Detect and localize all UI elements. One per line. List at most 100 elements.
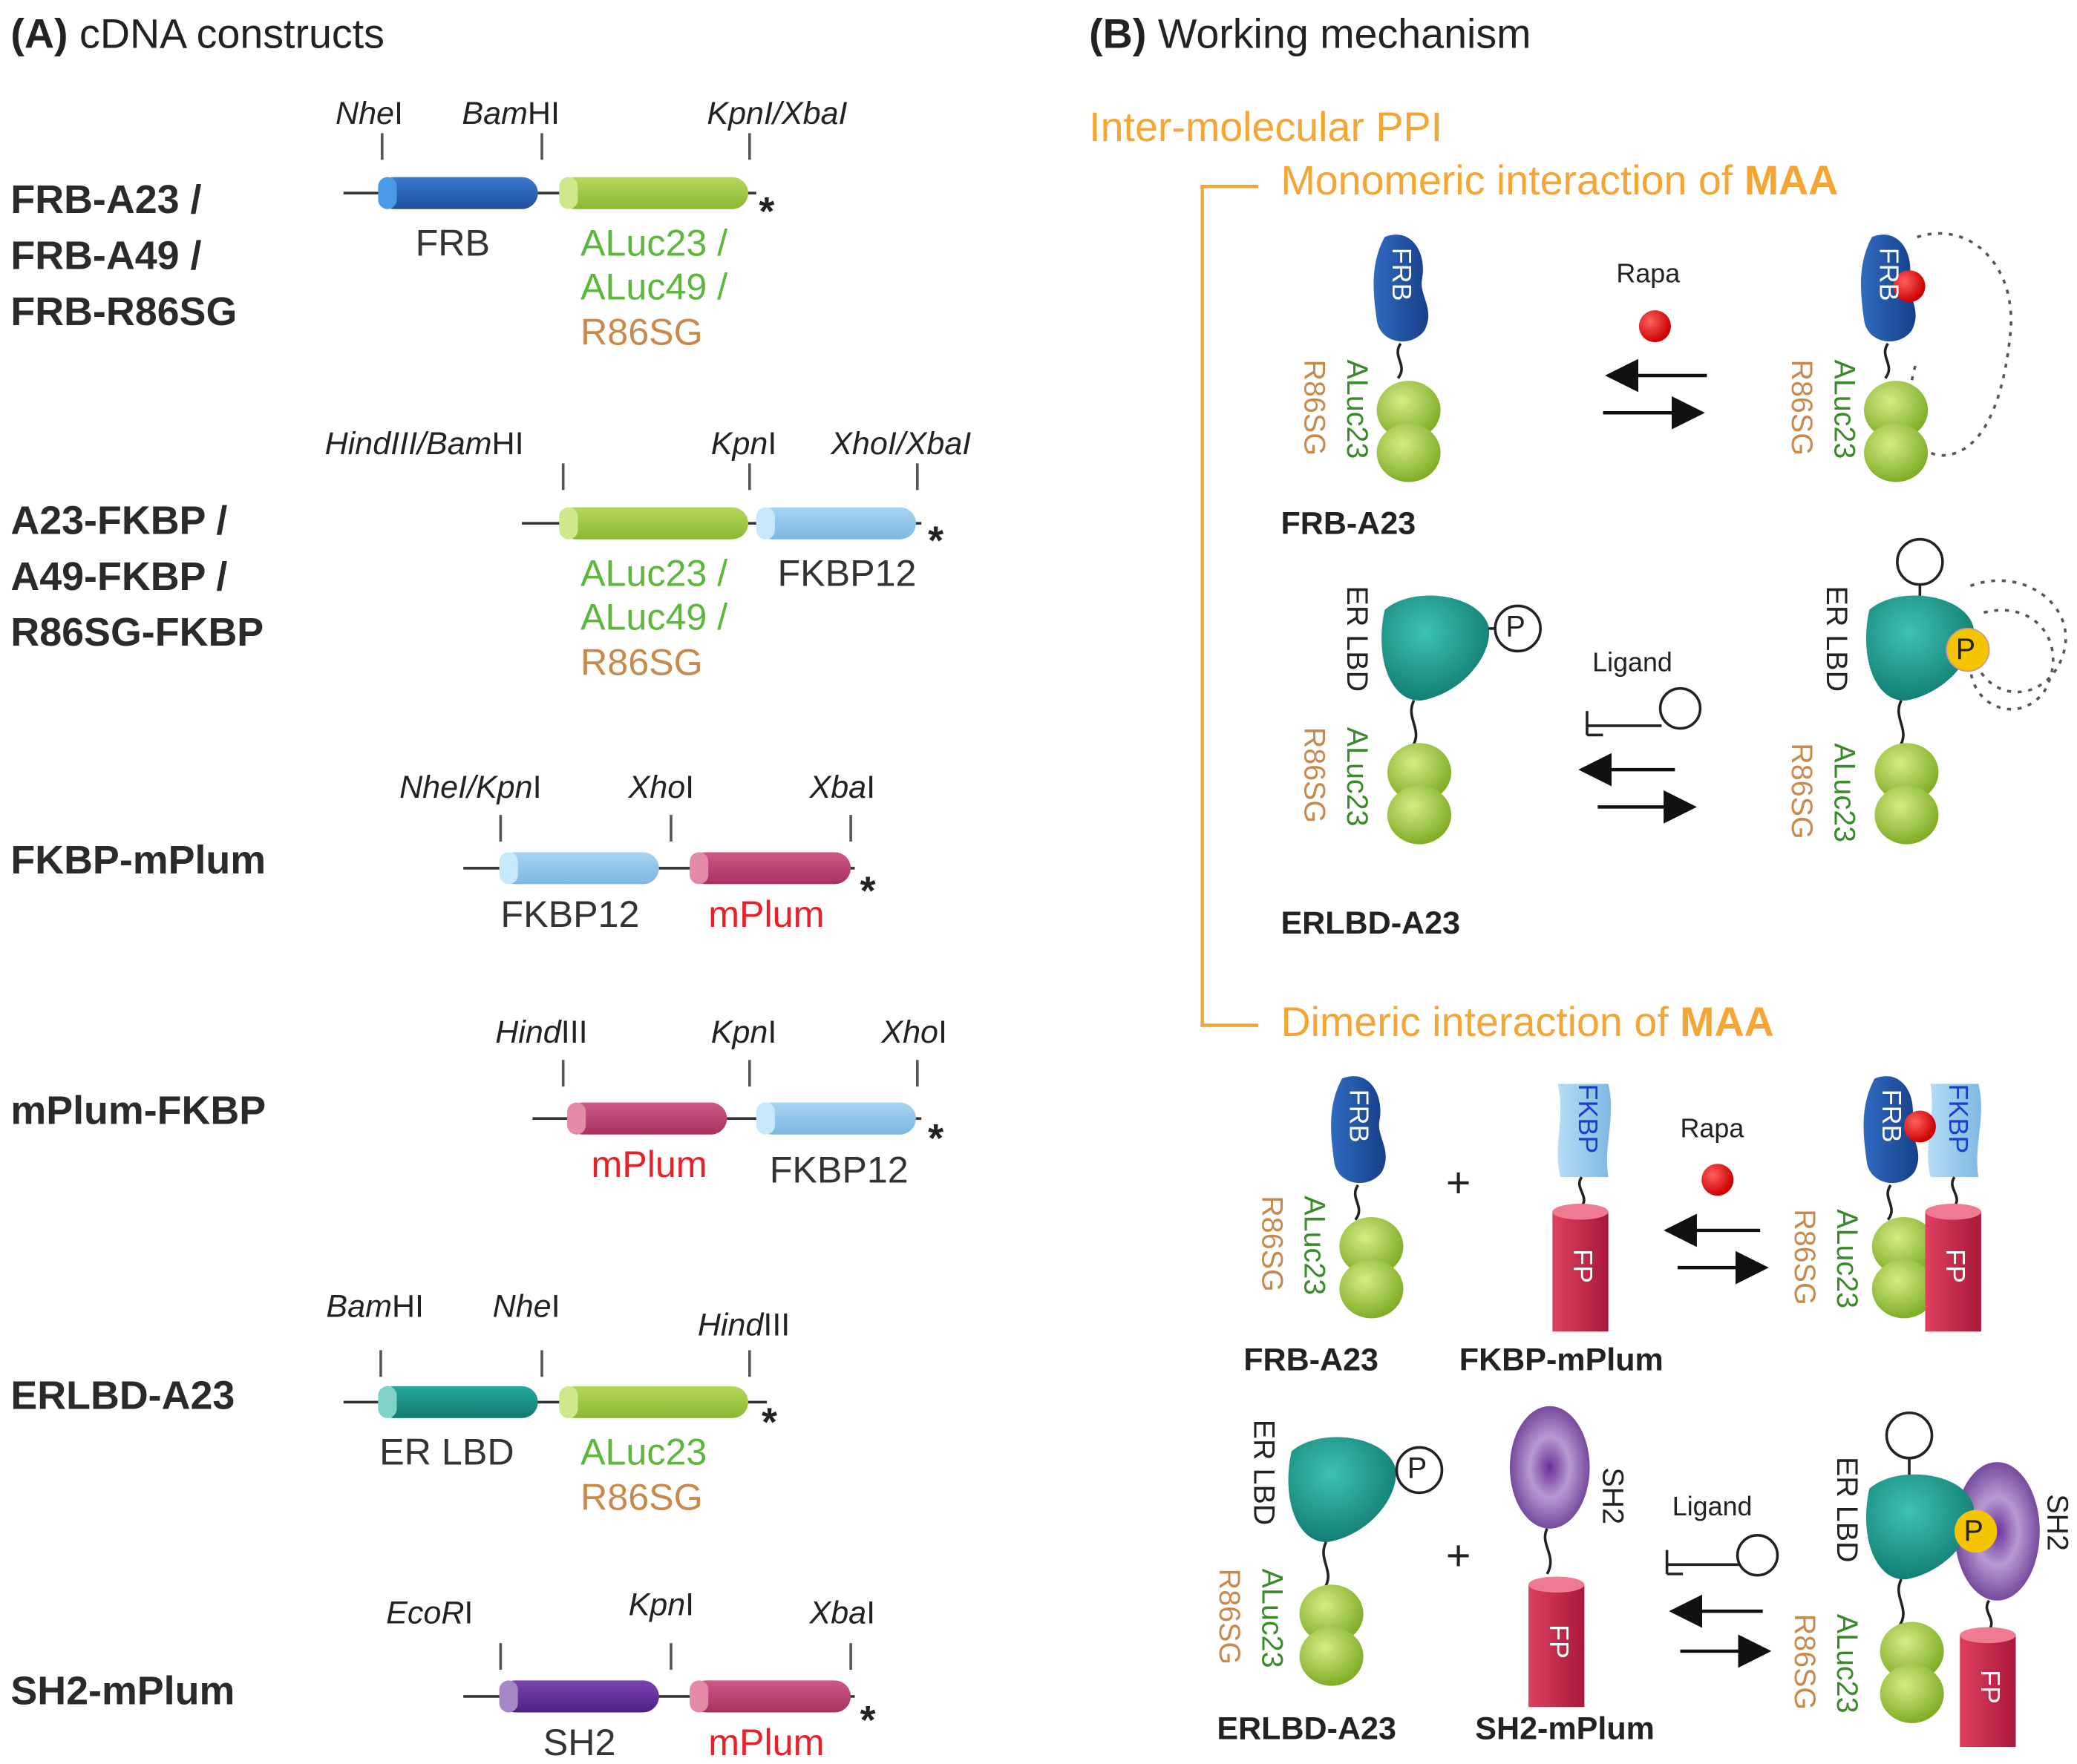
- phosphate-circle: [1494, 604, 1542, 653]
- p-symbol: P: [1955, 632, 1976, 666]
- monomeric-title: Monomeric interaction of MAA: [1280, 157, 1839, 204]
- r86sg-label: R86SG: [1785, 359, 1819, 456]
- segment-label: ALuc49 /: [580, 266, 728, 308]
- restriction-site: KpnI/XbaI: [707, 96, 848, 132]
- frb-label: FRB: [1873, 247, 1903, 301]
- rapamycin-molecule: [1638, 310, 1671, 343]
- linker: [1396, 342, 1403, 379]
- frb-domain: [1863, 1076, 1919, 1184]
- construct-name: SH2-mPlum: [1475, 1711, 1655, 1748]
- erlbd-label: ER LBD: [1341, 586, 1374, 692]
- aluc-domain: [1864, 423, 1929, 482]
- aluc-domain: [1299, 1627, 1364, 1686]
- site-tick: [499, 815, 502, 842]
- restriction-site: XhoI: [881, 1014, 947, 1051]
- r86sg-label: R86SG: [1787, 1613, 1822, 1711]
- aluc-segment: [559, 507, 749, 540]
- linker: [1897, 700, 1905, 750]
- r86sg-label: R86SG: [1787, 1209, 1822, 1305]
- ligand-head: [1658, 686, 1702, 730]
- phosphate-circle: [1395, 1446, 1444, 1495]
- site-tick: [670, 815, 672, 842]
- panel-a-letter: (A): [10, 10, 68, 58]
- linker: [1985, 1599, 1993, 1631]
- aluc-domain: [1387, 743, 1452, 802]
- segment-label: R86SG: [580, 1476, 703, 1518]
- mplum-segment: [690, 852, 851, 885]
- fp-barrel-top: [1960, 1627, 2016, 1644]
- aluc-domain: [1874, 743, 1939, 802]
- linker: [1410, 700, 1418, 750]
- fp-barrel-top: [1552, 1204, 1609, 1220]
- linker: [1543, 1528, 1552, 1575]
- construct-label: mPlum-FKBP: [10, 1089, 266, 1133]
- mplum-segment: [690, 1680, 851, 1713]
- stop-mark: *: [860, 1699, 876, 1743]
- frb-label: FRB: [1876, 1089, 1906, 1143]
- site-tick: [915, 1060, 918, 1087]
- segment-label: mPlum: [708, 1722, 825, 1763]
- segment-label: FKBP12: [769, 1149, 909, 1191]
- fkbp-label: FKBP: [1942, 1083, 1972, 1154]
- ligand-head: [1896, 537, 1944, 586]
- construct-name: FRB-A23: [1280, 505, 1416, 542]
- frb-label: FRB: [1386, 247, 1416, 301]
- fkbp-domain: [1928, 1083, 1981, 1178]
- restriction-site: HindIII: [697, 1308, 791, 1344]
- site-tick: [849, 815, 852, 842]
- stop-mark: *: [860, 869, 876, 914]
- rapamycin-molecule: [1893, 270, 1926, 303]
- site-tick: [380, 133, 383, 160]
- aluc-segment: [559, 177, 749, 209]
- panel-b-title: (B) Working mechanism: [1089, 13, 1531, 55]
- frb-label: FRB: [1343, 1089, 1373, 1143]
- restriction-site: XbaI: [809, 770, 876, 806]
- construct-name: ERLBD-A23: [1217, 1711, 1396, 1748]
- rapa-label: Rapa: [1616, 259, 1681, 289]
- site-tick: [748, 1060, 750, 1087]
- fp-label: FP: [1940, 1249, 1969, 1283]
- plus-sign: +: [1445, 1531, 1471, 1580]
- aluc-domain: [1871, 1216, 1936, 1276]
- site-tick: [540, 133, 543, 160]
- ligand-label: Ligand: [1672, 1492, 1753, 1522]
- restriction-site: KpnI: [710, 1014, 777, 1051]
- restriction-site: NheI: [492, 1288, 560, 1325]
- fkbp-segment: [756, 507, 916, 540]
- restriction-site: EcoRI: [386, 1595, 474, 1632]
- restriction-site: NheI: [335, 96, 403, 132]
- aluc23-label: ALuc23: [1341, 727, 1374, 827]
- bracket-line: [1200, 184, 1258, 1027]
- r86sg-label: R86SG: [1212, 1568, 1246, 1665]
- site-tick: [748, 463, 750, 491]
- segment-label: mPlum: [708, 893, 825, 935]
- construct-backbone: [463, 1695, 855, 1698]
- r86sg-label: R86SG: [1298, 359, 1332, 456]
- aluc-domain: [1339, 1259, 1404, 1319]
- mplum-segment: [567, 1102, 727, 1135]
- linker: [1883, 342, 1891, 379]
- aluc-domain: [1874, 785, 1939, 845]
- segment-label: ALuc23: [580, 1431, 707, 1473]
- stop-mark: *: [928, 519, 944, 563]
- construct-backbone: [463, 867, 855, 870]
- frb-domain: [1331, 1076, 1386, 1184]
- construct-name: ERLBD-A23: [1280, 905, 1461, 942]
- linker: [1886, 1184, 1893, 1221]
- aluc-domain: [1376, 423, 1441, 482]
- construct-backbone: [343, 1400, 768, 1404]
- construct-name: FRB-A23: [1243, 1342, 1378, 1379]
- sh2-domain: [1509, 1406, 1590, 1529]
- segment-label: R86SG: [580, 641, 703, 683]
- erlbd-label: ER LBD: [1819, 586, 1854, 692]
- restriction-site: XbaI: [809, 1595, 876, 1632]
- fp-label: FP: [1567, 1249, 1597, 1283]
- sh2-label: SH2: [1596, 1467, 1630, 1525]
- fp-barrel: [1552, 1211, 1609, 1332]
- fp-barrel-top: [1528, 1576, 1585, 1593]
- fp-label: FP: [1974, 1670, 2004, 1704]
- aluc23-label: ALuc23: [1255, 1568, 1289, 1668]
- site-tick: [849, 1643, 852, 1670]
- restriction-site: NheI/KpnI: [399, 770, 542, 806]
